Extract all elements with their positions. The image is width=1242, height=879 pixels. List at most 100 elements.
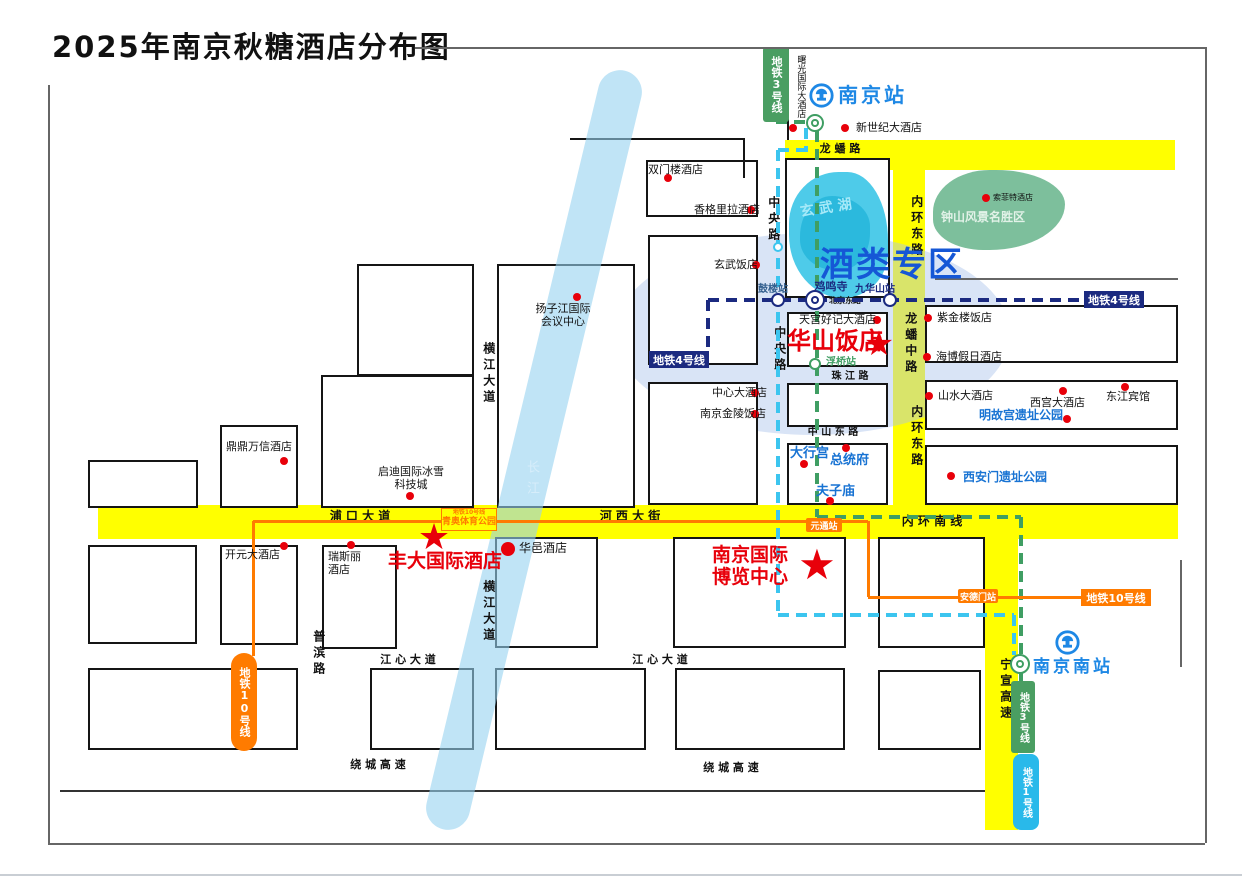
hotel-label: 西宫大酒店	[1030, 396, 1085, 409]
road-label: 绕 城 高 速	[703, 761, 759, 774]
hotel-label: 双门楼酒店	[648, 163, 703, 176]
featured-hotel-label: 丰大国际酒店	[388, 550, 503, 572]
hotel-dot[interactable]	[925, 392, 933, 400]
hotel-dot[interactable]	[1059, 387, 1067, 395]
road-label: 普滨路	[311, 630, 326, 678]
metro-badge[interactable]: 地铁3号线	[1011, 681, 1035, 753]
hotel-dot[interactable]	[501, 542, 515, 556]
city-block	[88, 460, 198, 508]
hotel-label: 华邑酒店	[519, 541, 568, 555]
featured-line: 博览中心	[712, 565, 789, 588]
jiuhuashan-stop[interactable]	[883, 293, 897, 307]
hotel-label: 海博假日酒店	[936, 350, 1002, 363]
place-dot[interactable]	[947, 472, 955, 480]
metro-line-segment	[253, 519, 868, 523]
map-frame-line	[415, 47, 1205, 49]
hotel-label: 曙光国际大酒店	[795, 55, 806, 118]
place-dot[interactable]	[826, 497, 834, 505]
hotel-label: 山水大酒店	[938, 389, 993, 402]
jimingsi-stop[interactable]	[805, 290, 825, 310]
place-dot[interactable]	[800, 460, 808, 468]
road-label: 浦 口 大 道	[329, 509, 391, 523]
featured-line: 南京国际	[712, 544, 789, 566]
line1-stop[interactable]	[773, 242, 783, 252]
metro-badge[interactable]: 地铁4号线	[1084, 291, 1144, 308]
metro-badge[interactable]: 地铁1号线	[1013, 754, 1039, 830]
city-block	[88, 668, 298, 750]
nanjing-station-stop[interactable]	[806, 114, 824, 132]
metro-badge[interactable]: 地铁10号线	[231, 653, 257, 751]
place-dot[interactable]	[842, 444, 850, 452]
city-block	[925, 380, 1178, 430]
hotel-dot[interactable]	[280, 542, 288, 550]
city-block	[220, 545, 298, 645]
hotel-dot[interactable]	[873, 316, 881, 324]
hotel-dot[interactable]	[924, 314, 932, 322]
river-label: 长江	[523, 460, 539, 502]
hotel-dot[interactable]	[789, 124, 797, 132]
featured-star-icon: ★	[798, 540, 836, 589]
nanjing-south-stop[interactable]	[1010, 654, 1030, 674]
hotel-dot[interactable]	[751, 389, 759, 397]
hotel-dot[interactable]	[841, 124, 849, 132]
metro-badge[interactable]: 地铁4号线	[649, 351, 709, 368]
metro-line-segment	[866, 521, 870, 597]
hotel-dot[interactable]	[923, 353, 931, 361]
place-label: 西安门遗址公园	[963, 470, 1048, 484]
metro-badge[interactable]: 地铁10号线	[1081, 589, 1151, 606]
city-block	[787, 443, 888, 505]
railway-logo-icon	[808, 82, 835, 109]
metro-line-segment	[817, 515, 1021, 519]
lake-inner	[800, 196, 870, 270]
hotel-label: 玄武饭店	[714, 258, 758, 271]
hotel-label-line: 酒店	[328, 562, 350, 576]
hotel-label: 东江宾馆	[1106, 390, 1150, 403]
city-block	[675, 668, 845, 750]
metro-station-label: 九华山站	[855, 284, 895, 295]
place-dot[interactable]	[1063, 415, 1071, 423]
metro-badge[interactable]: 地铁3号线	[763, 47, 789, 122]
gulou-stop[interactable]	[771, 293, 785, 307]
metro-line-segment	[1012, 615, 1016, 655]
road-line	[60, 790, 985, 792]
road-line	[1180, 560, 1182, 667]
hotel-label-line: 瑞斯丽	[328, 550, 361, 563]
hotel-dot[interactable]	[573, 293, 581, 301]
hotel-label: 紫金楼饭店	[937, 311, 992, 324]
hotel-dot[interactable]	[406, 492, 414, 500]
hotel-dot[interactable]	[347, 541, 355, 549]
hotel-label: 中心大酒店	[712, 386, 767, 399]
featured-hotel-label: 南京国际博览中心	[712, 544, 789, 589]
railway-station-name: 南京南站	[1033, 657, 1113, 677]
road-label: 内环东路	[909, 195, 924, 259]
hotel-dot[interactable]	[664, 174, 672, 182]
metro-badge-qingao[interactable]: 地铁10号线青奥体育公园	[441, 508, 497, 531]
park-label: 钟山风景名胜区	[941, 210, 1026, 224]
hotel-dot[interactable]	[751, 410, 759, 418]
road-label: 珠 江 路	[831, 371, 869, 382]
city-block	[925, 445, 1178, 505]
place-label: 大行宫	[790, 446, 830, 461]
hotel-label: 索菲特酒店	[993, 193, 1033, 202]
road-label: 河 西 大 街	[599, 509, 661, 523]
qingao-line2: 青奥体育公园	[442, 517, 497, 527]
metro-badge[interactable]: 元通站	[806, 518, 842, 532]
hotel-dot[interactable]	[1121, 383, 1129, 391]
city-block	[88, 545, 197, 644]
metro-line-segment	[776, 150, 780, 615]
map-frame-line	[1205, 47, 1207, 843]
hotel-dot[interactable]	[747, 206, 755, 214]
metro-badge[interactable]: 安德门站	[958, 589, 998, 603]
map-frame-line	[48, 85, 50, 843]
fuqiao-stop[interactable]	[809, 358, 821, 370]
hotel-label: 启迪国际冰雪科技城	[378, 465, 444, 491]
city-block	[878, 670, 981, 750]
hotel-label: 新世纪大酒店	[856, 121, 922, 134]
hotel-dot[interactable]	[982, 194, 990, 202]
hotel-dot[interactable]	[280, 457, 288, 465]
road-label: 内环东路	[909, 405, 924, 469]
metro-station-label: 鸡鸣寺	[814, 280, 848, 293]
hotel-dot[interactable]	[752, 261, 760, 269]
hotel-label: 开元大酒店	[225, 548, 280, 561]
